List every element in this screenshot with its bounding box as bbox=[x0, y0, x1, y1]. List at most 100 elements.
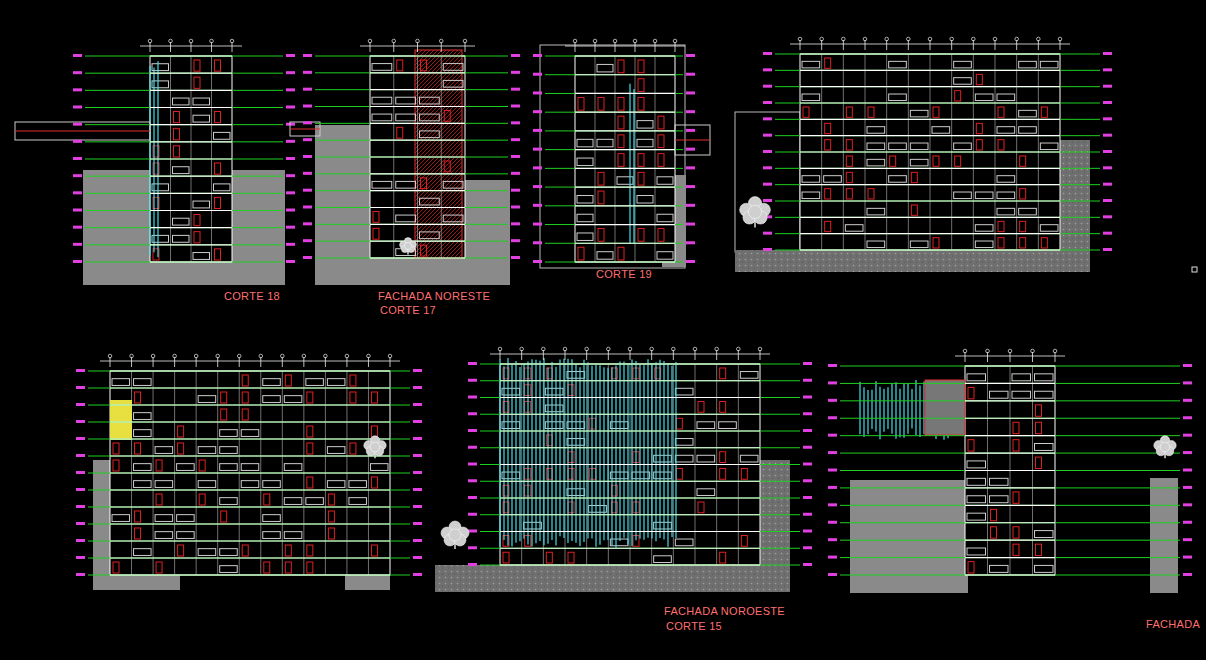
level-tag bbox=[763, 101, 772, 104]
level-line bbox=[315, 140, 508, 141]
level-tag bbox=[1183, 521, 1192, 524]
furniture bbox=[1035, 531, 1054, 538]
level-line bbox=[88, 371, 410, 372]
ground-mass bbox=[850, 480, 968, 593]
axis-tick bbox=[174, 357, 175, 367]
drawing-title: CORTE 15 bbox=[666, 620, 722, 633]
glass-fin bbox=[879, 387, 880, 440]
red-element bbox=[638, 79, 644, 92]
red-element bbox=[307, 426, 313, 437]
red-element bbox=[350, 443, 356, 454]
level-line bbox=[480, 514, 800, 515]
axis-bubble bbox=[498, 347, 502, 351]
furniture bbox=[220, 549, 238, 556]
axis-line bbox=[565, 46, 685, 47]
axis-bubble bbox=[585, 347, 589, 351]
slab-line bbox=[370, 173, 465, 174]
level-tag bbox=[686, 166, 695, 169]
level-tag bbox=[468, 379, 477, 382]
furniture bbox=[177, 532, 195, 539]
furniture bbox=[867, 159, 885, 166]
slab-line bbox=[500, 380, 760, 381]
level-tag bbox=[468, 429, 477, 432]
level-line bbox=[775, 103, 1100, 104]
level-tag bbox=[828, 573, 837, 576]
red-element bbox=[1036, 544, 1042, 555]
glass-fin bbox=[607, 368, 608, 540]
level-line bbox=[85, 159, 283, 160]
furniture bbox=[675, 439, 693, 446]
axis-tick bbox=[595, 42, 596, 52]
level-line bbox=[545, 56, 683, 57]
slab-line bbox=[110, 404, 390, 405]
red-element bbox=[371, 545, 377, 556]
slab-line bbox=[370, 190, 465, 191]
furniture bbox=[954, 78, 972, 85]
furniture bbox=[697, 422, 715, 429]
level-line bbox=[315, 157, 508, 158]
furniture bbox=[740, 455, 758, 462]
level-tag bbox=[303, 138, 312, 141]
glass-fin bbox=[895, 382, 896, 439]
red-element bbox=[135, 392, 141, 403]
red-element bbox=[350, 375, 356, 386]
axis-bubble bbox=[151, 354, 155, 358]
glass-fin bbox=[867, 390, 868, 434]
level-line bbox=[840, 435, 1180, 436]
furniture bbox=[134, 413, 152, 420]
red-element bbox=[215, 60, 221, 71]
red-element bbox=[1041, 107, 1047, 117]
red-element bbox=[720, 368, 726, 379]
slab-line bbox=[500, 531, 760, 532]
slab-line bbox=[965, 400, 1055, 401]
furniture bbox=[220, 566, 238, 573]
red-element bbox=[242, 545, 248, 556]
glass-fin bbox=[571, 359, 572, 541]
level-tag bbox=[468, 513, 477, 516]
slab-line bbox=[110, 523, 390, 524]
glass-fin bbox=[891, 383, 892, 433]
slab-line bbox=[575, 55, 675, 56]
glass-fin bbox=[575, 364, 576, 542]
level-tag bbox=[533, 260, 542, 263]
furniture bbox=[910, 241, 928, 248]
level-tag bbox=[73, 123, 82, 126]
level-tag bbox=[73, 106, 82, 109]
slab-line bbox=[150, 244, 232, 245]
red-element bbox=[156, 562, 162, 573]
level-tag bbox=[763, 134, 772, 137]
level-line bbox=[88, 456, 410, 457]
level-line bbox=[315, 106, 508, 107]
furniture bbox=[675, 388, 693, 395]
axis-tick bbox=[211, 42, 212, 52]
marker-square bbox=[1192, 267, 1197, 272]
red-element bbox=[720, 402, 726, 413]
axis-bubble bbox=[392, 39, 396, 43]
red-element bbox=[638, 60, 644, 73]
tree-canopy bbox=[449, 529, 461, 541]
axis-bubble bbox=[416, 39, 420, 43]
level-line bbox=[775, 54, 1100, 55]
furniture bbox=[577, 233, 593, 240]
axis-tick bbox=[521, 350, 522, 360]
axis-bubble bbox=[758, 347, 762, 351]
axis-bubble bbox=[593, 39, 597, 43]
glass-fin bbox=[535, 360, 536, 543]
level-tag bbox=[73, 243, 82, 246]
level-tag bbox=[686, 110, 695, 113]
level-line bbox=[85, 193, 283, 194]
furniture bbox=[975, 192, 993, 199]
bridge-rail bbox=[290, 129, 320, 130]
level-tag bbox=[1183, 538, 1192, 541]
axis-bubble bbox=[230, 39, 234, 43]
level-line bbox=[545, 130, 683, 131]
level-tag bbox=[286, 54, 295, 57]
level-line bbox=[85, 141, 283, 142]
red-element bbox=[598, 97, 604, 110]
drawing-title: CORTE 17 bbox=[380, 304, 436, 317]
furniture bbox=[263, 396, 281, 403]
level-tag bbox=[73, 174, 82, 177]
level-tag bbox=[828, 538, 837, 541]
glass-fin bbox=[595, 365, 596, 547]
glass-fin bbox=[615, 366, 616, 548]
